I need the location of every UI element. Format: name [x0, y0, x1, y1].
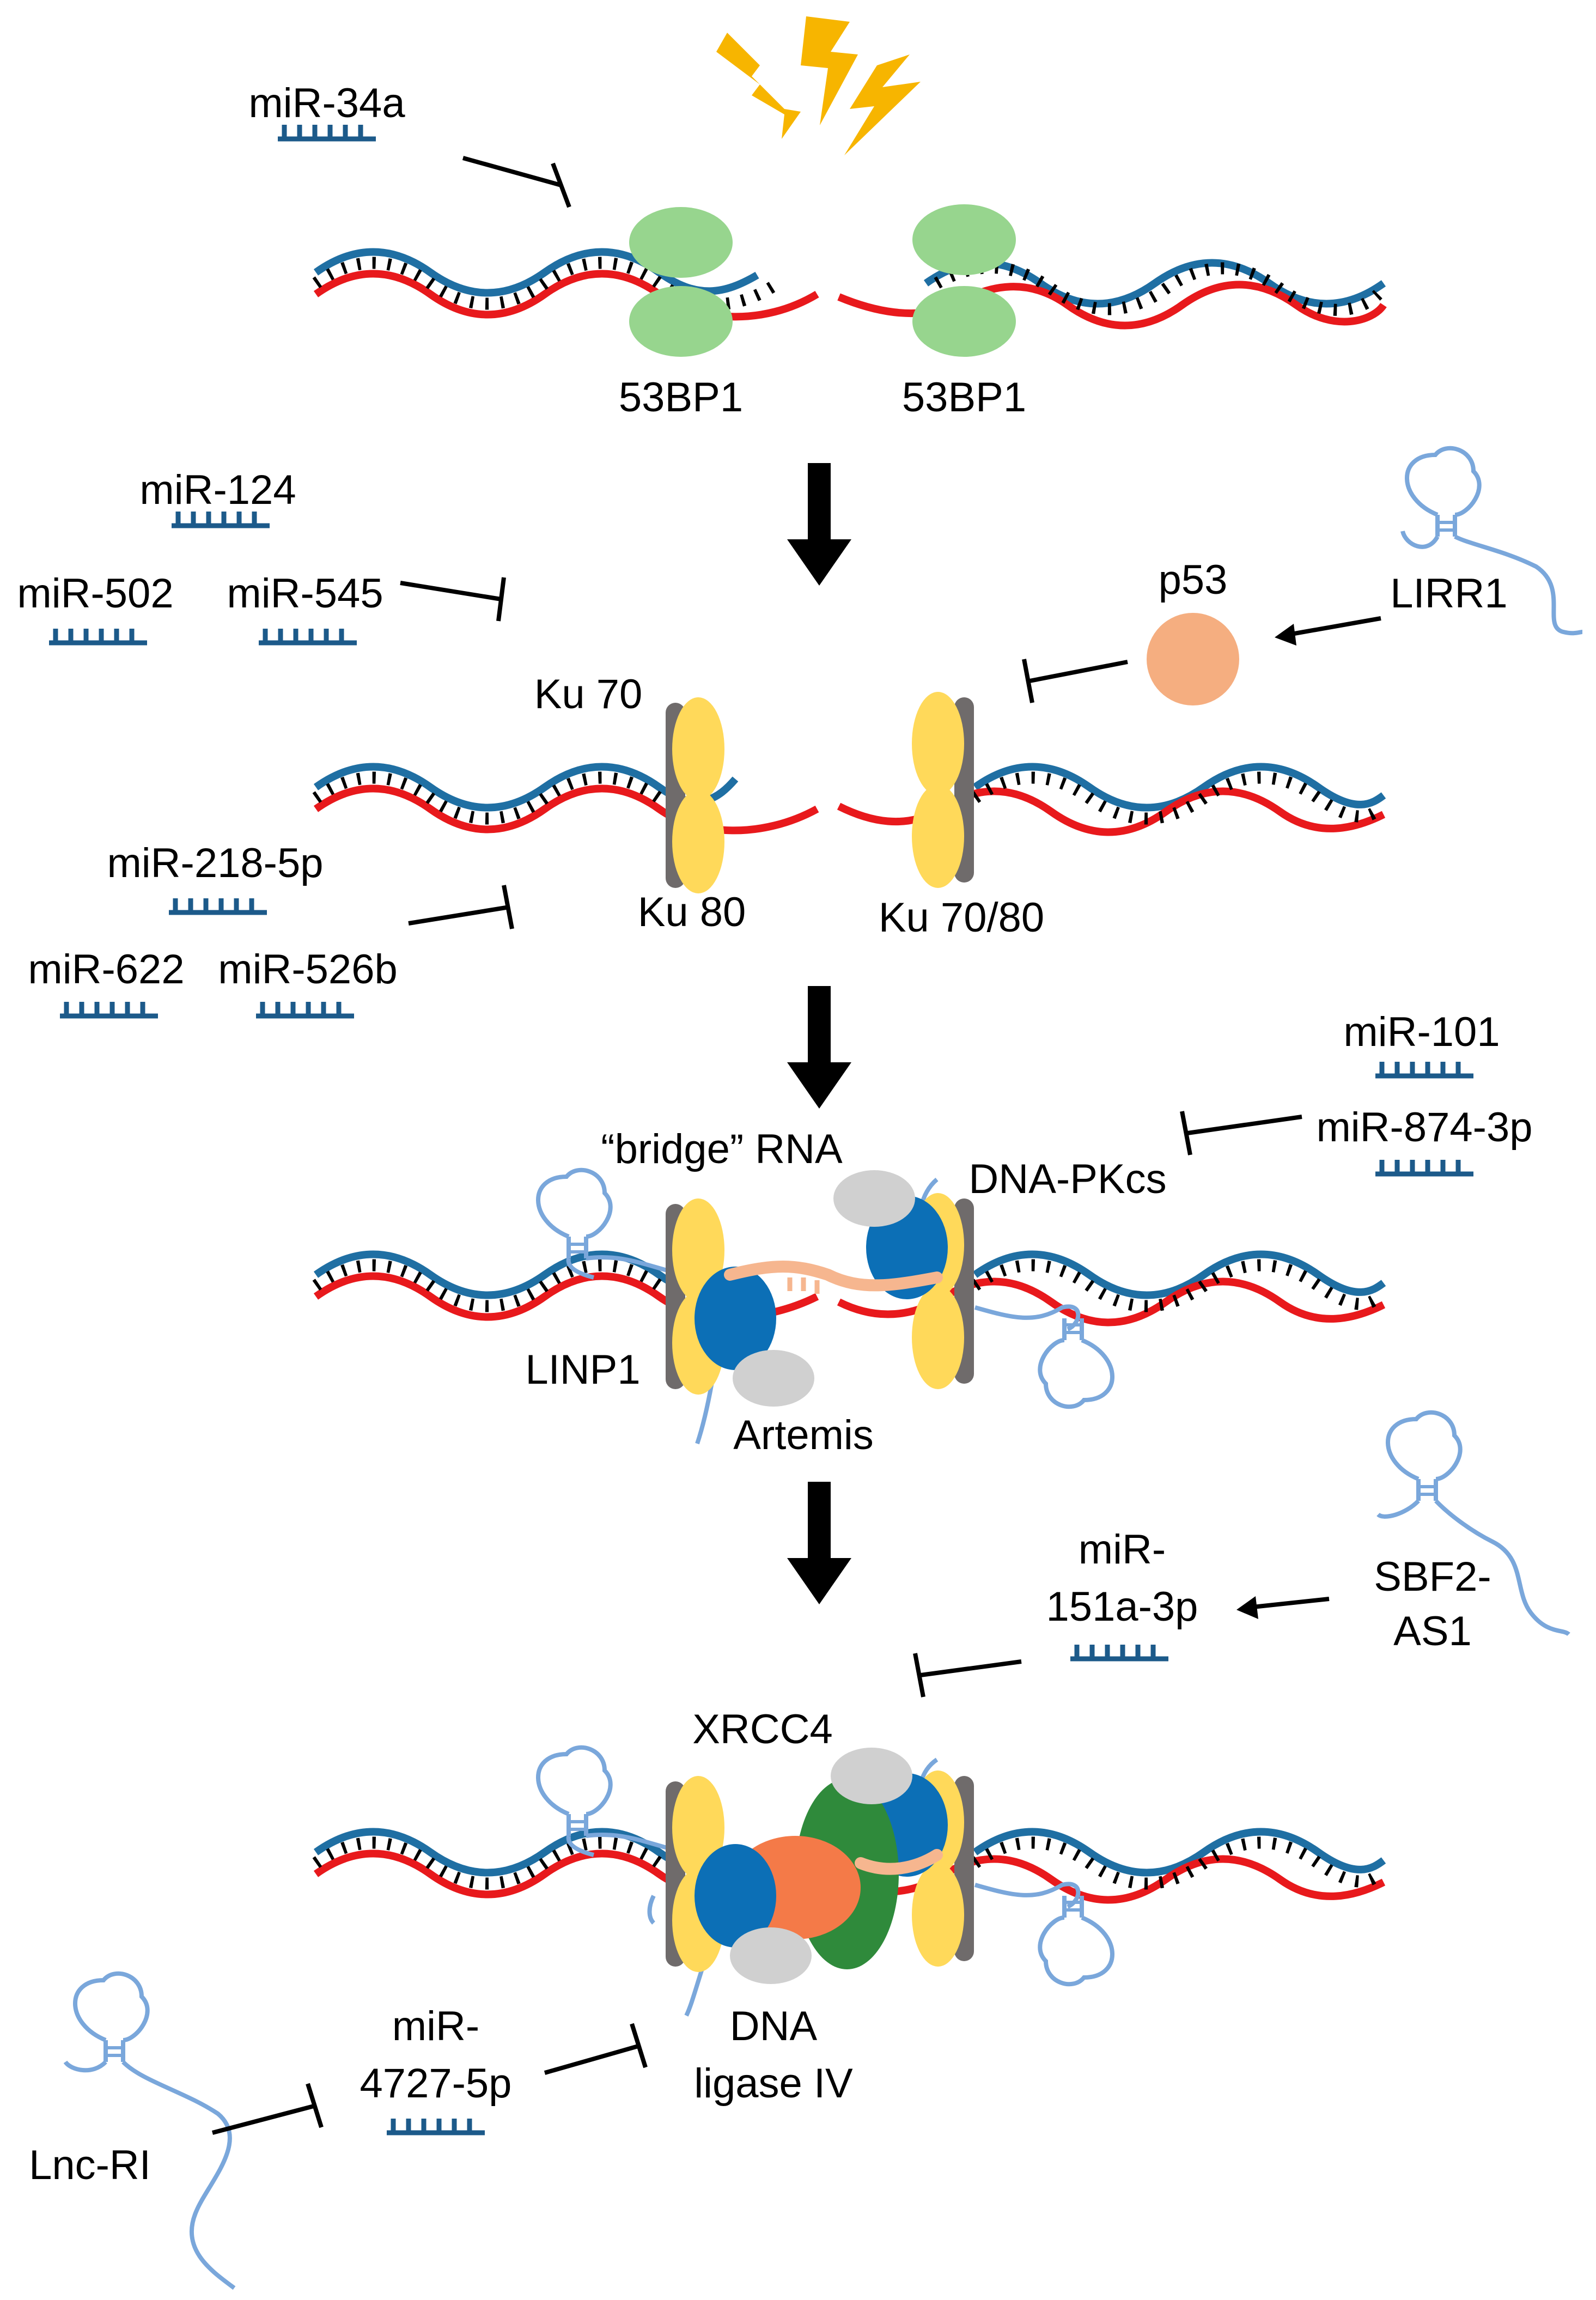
inhibition-arrow-4727 [544, 2023, 648, 2075]
ku7080-label: Ku 70/80 [879, 895, 1044, 941]
ku-heterodimer-left [666, 697, 724, 893]
bridge-rna [855, 1849, 943, 1875]
lnc-ri-lncrna [63, 1974, 236, 2290]
ku-heterodimer-right [912, 692, 974, 888]
dna-duplex-left [312, 763, 819, 835]
stage-53bp1: miR-34a 53BP1 53BP1 [248, 16, 1387, 421]
inhibition-arrow-lnc-ri [211, 2083, 324, 2135]
stage-arrow-1 [787, 463, 851, 586]
mirna-151a-label-line2: 151a-3p [1046, 1584, 1198, 1630]
mirna-group-bottom: miR-218-5p miR-622 miR-526b [28, 840, 398, 1016]
lnc-ri-label: Lnc-RI [29, 2142, 151, 2188]
mirna-4727-label-line2: 4727-5p [360, 2060, 512, 2107]
mirna-group-top: miR-124 miR-502 miR-545 [17, 467, 383, 643]
dna-ligase-label-line1: DNA [730, 2003, 818, 2049]
bridge-rna-label: “bridge” RNA [601, 1126, 843, 1172]
inhibition-arrow-34a [462, 156, 571, 208]
53bp1-right-bottom [912, 286, 1016, 357]
mirna-label-124: miR-124 [139, 467, 296, 513]
mirna-label-502: miR-502 [17, 570, 173, 617]
stage-dnapkcs: miR-101 miR-874-3p [312, 1009, 1533, 1458]
arrow-lirr1-to-p53 [1275, 616, 1381, 646]
mirna-label-874-3p: miR-874-3p [1316, 1104, 1532, 1151]
mirna-4727-label-line1: miR- [392, 2003, 479, 2049]
artemis-right [833, 1170, 915, 1227]
sbf2-as1-label-line2: AS1 [1393, 1608, 1472, 1654]
53bp1-right-top [912, 204, 1016, 275]
mirna-label-545: miR-545 [227, 570, 383, 617]
xrcc4-label: XRCC4 [692, 1706, 833, 1753]
linp1-label: LINP1 [525, 1347, 640, 1393]
stage-arrow-3 [787, 1482, 851, 1604]
lirr1-lncrna [1400, 448, 1583, 636]
inhibition-arrow-101-874 [1180, 1111, 1302, 1155]
dnapkcs-left [695, 1267, 776, 1370]
mirna-151a-label-line1: miR- [1079, 1526, 1166, 1573]
ku-heterodimer-left [666, 1198, 724, 1395]
inhibition-arrow-bottom-mirnas [408, 885, 514, 929]
53bp1-left-bottom [629, 286, 733, 357]
p53-circle [1147, 613, 1239, 705]
artemis-right [831, 1748, 912, 1804]
linp1-lncrna [538, 1170, 1112, 1445]
dna-ligase-label-line2: ligase IV [694, 2060, 853, 2107]
ku80-label: Ku 80 [638, 889, 746, 935]
53bp1-label-left: 53BP1 [619, 374, 743, 421]
inhibition-arrow-151a [913, 1653, 1022, 1697]
p53-label: p53 [1159, 557, 1228, 603]
sbf2-as1-lncrna [1376, 1413, 1570, 1636]
inhibition-arrow-p53 [1022, 659, 1128, 703]
stage-ligation: miR- 151a-3p SBF2- AS1 [29, 1413, 1570, 2290]
mirna-label-526b: miR-526b [218, 946, 397, 993]
mirna-label-101: miR-101 [1343, 1009, 1500, 1055]
mirna-label-622: miR-622 [28, 946, 184, 993]
dna-duplex-left [312, 248, 819, 321]
lirr1-label: LIRR1 [1390, 570, 1507, 617]
dnapkcs-left [695, 1844, 776, 1948]
lightning-icon [716, 16, 921, 155]
mirna-group-101-874: miR-101 miR-874-3p [1316, 1009, 1533, 1174]
artemis-label: Artemis [733, 1412, 874, 1458]
stage-arrow-2 [787, 986, 851, 1109]
mirna-label-34a: miR-34a [248, 80, 405, 126]
bridge-rna [724, 1261, 943, 1294]
inhibition-arrow-top-mirnas [400, 577, 506, 622]
mirna-label-218-5p: miR-218-5p [107, 840, 323, 886]
ku70-label: Ku 70 [534, 671, 643, 717]
53bp1-left-top [629, 207, 733, 278]
53bp1-label-right: 53BP1 [902, 374, 1026, 421]
dnapkcs-label: DNA-PKcs [968, 1156, 1166, 1202]
stage-ku: miR-124 miR-502 miR-545 [17, 448, 1583, 1016]
artemis-left [733, 1350, 814, 1407]
sbf2-as1-label-line1: SBF2- [1374, 1554, 1491, 1600]
arrow-sbf2-to-mir151a [1236, 1596, 1330, 1619]
artemis-left [730, 1927, 812, 1984]
